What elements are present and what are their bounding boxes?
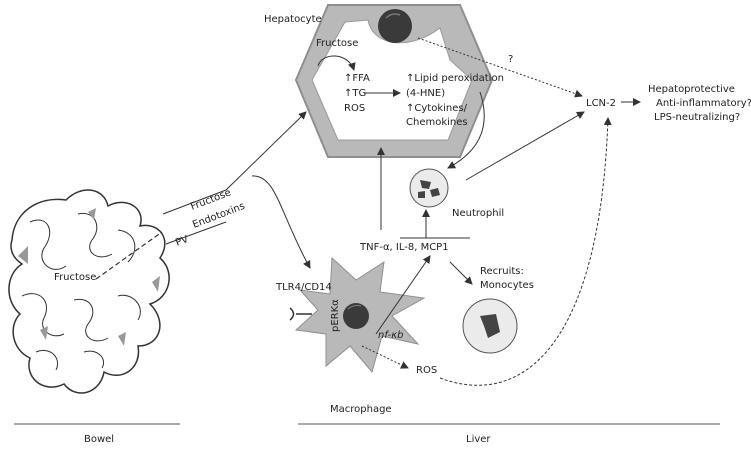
perk-label: pERKα — [330, 299, 341, 332]
lps-neutralizing-label: LPS-neutralizing? — [654, 112, 740, 123]
hne-label: (4-HNE) — [406, 88, 445, 99]
bowel-illustration — [8, 189, 170, 394]
macrophage-nucleus — [343, 303, 369, 329]
pv-label: PV — [174, 234, 190, 249]
pv-to-tlr4-arrow — [251, 175, 311, 269]
nfkb-label: nf-κb — [378, 330, 404, 341]
liver-label: Liver — [466, 434, 491, 445]
macrophage-label: Macrophage — [330, 404, 392, 415]
nfkb-to-cytokines-arrow — [375, 255, 431, 335]
neutrophil-to-lcn2-arrow — [465, 111, 585, 181]
pv-to-hepatocyte-arrow — [225, 111, 307, 191]
monocytes-label: Monocytes — [480, 280, 534, 291]
recruits-label: Recruits: — [480, 266, 524, 277]
portal-vein-lower-line — [165, 221, 227, 245]
hepatocyte-cell — [294, 4, 494, 158]
fructose-cell-label: Fructose — [316, 38, 358, 49]
portal-vein-upper-line — [162, 189, 227, 215]
hepatocyte-to-lcn2-dashed-arrow — [417, 37, 583, 98]
tg-label: ↑TG — [344, 88, 366, 99]
cytokines-to-monocytes-arrow — [449, 261, 473, 285]
chemokines-to-neutrophil-arrow — [447, 91, 485, 169]
ffa-label: ↑FFA — [344, 73, 370, 84]
lcn2-label: LCN-2 — [586, 98, 616, 109]
monocyte-cell — [462, 298, 518, 354]
tnf-label: TNF-α, IL-8, MCP1 — [359, 242, 449, 253]
cytokines-label: ↑Cytokines/ — [406, 103, 468, 114]
tlr4-receptor-icon — [289, 307, 312, 321]
neutrophil-label: Neutrophil — [452, 208, 504, 219]
chemokines-label: Chemokines — [406, 117, 468, 128]
bowel-label: Bowel — [84, 434, 114, 445]
lipid-peroxidation-label: ↑Lipid peroxidation — [406, 73, 504, 84]
question-mark: ? — [508, 54, 513, 65]
macrophage-cell — [294, 256, 426, 374]
ros-macrophage-label: ROS — [416, 365, 437, 376]
bowel-to-pv-dashed-line — [95, 231, 163, 280]
macrophage-to-ros-dashed-arrow — [361, 345, 409, 369]
fructose-bowel-label: Fructose — [54, 272, 96, 283]
neutrophil-cell — [409, 168, 449, 208]
hepatoprotective-label: Hepatoprotective — [648, 84, 735, 95]
anti-inflammatory-label: Anti-inflammatory? — [656, 98, 751, 109]
tlr4-label: TLR4/CD14 — [275, 282, 332, 293]
fructose-loop-arrow — [317, 55, 356, 71]
hepatocyte-label: Hepatocyte — [264, 14, 322, 25]
ros-cell-label: ROS — [344, 103, 365, 114]
ros-to-lcn2-arrow — [439, 117, 612, 386]
